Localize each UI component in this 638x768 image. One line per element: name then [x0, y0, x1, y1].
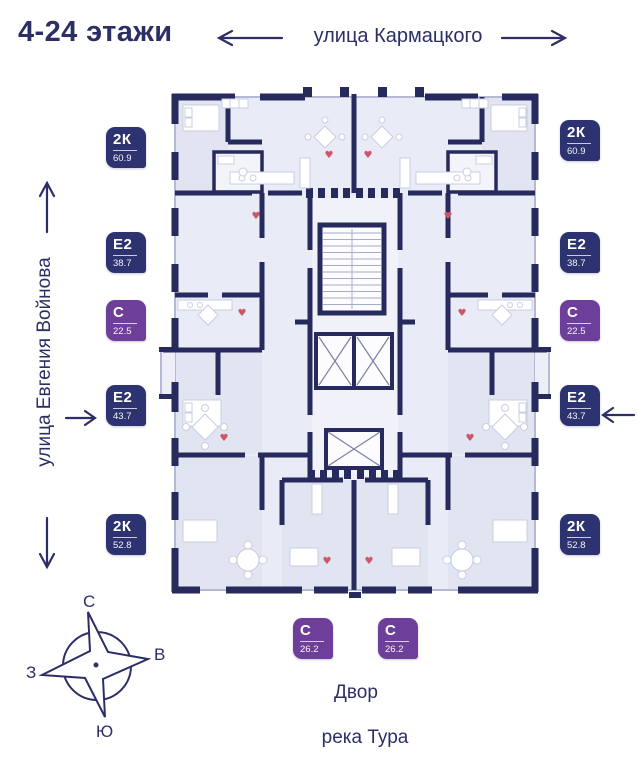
svg-text:♥: ♥	[252, 211, 261, 222]
apartment-area: 43.7	[567, 411, 586, 422]
badge-divider	[385, 641, 409, 642]
badge-divider	[113, 323, 137, 324]
arrow-top-right	[500, 29, 568, 47]
apartment-area: 38.7	[567, 258, 586, 269]
badge-divider	[113, 537, 137, 538]
apartment-badge-right-e2-43[interactable]: Е2 43.7	[560, 385, 600, 426]
river-label: река Тура	[321, 727, 409, 748]
apartment-type: 2К	[113, 131, 132, 148]
compass-east-label: В	[154, 645, 166, 664]
badge-divider	[300, 641, 324, 642]
apartment-area: 22.5	[567, 326, 586, 337]
compass-south-label: Ю	[96, 722, 114, 741]
apartment-area: 22.5	[113, 326, 132, 337]
elevator-shafts	[314, 332, 394, 470]
apartment-badge-bottom-s-26-left[interactable]: С 26.2	[293, 618, 333, 659]
svg-text:♥: ♥	[458, 308, 467, 319]
furniture	[177, 98, 533, 580]
apartment-type: С	[385, 622, 397, 639]
badge-divider	[567, 537, 591, 538]
svg-text:♥: ♥	[444, 211, 453, 222]
svg-text:♥: ♥	[466, 433, 475, 444]
railing-teeth	[306, 188, 400, 479]
apartment-type: 2К	[113, 518, 132, 535]
badge-divider	[567, 143, 591, 144]
street-label-left: улица Евгения Войнова	[34, 257, 55, 467]
outer-walls	[171, 93, 539, 594]
apartment-type: 2К	[567, 124, 586, 141]
apartment-type: Е2	[113, 389, 133, 406]
badge-divider	[567, 408, 591, 409]
apartment-type: Е2	[567, 236, 587, 253]
apartment-badge-left-e2-43[interactable]: Е2 43.7	[106, 385, 146, 426]
svg-text:♥: ♥	[365, 556, 374, 567]
apartment-type: Е2	[567, 389, 587, 406]
stairwell	[317, 222, 387, 316]
apartment-badge-bottom-s-26-right[interactable]: С 26.2	[378, 618, 418, 659]
apartment-badge-right-e2-38[interactable]: Е2 38.7	[560, 232, 600, 273]
street-arrows	[38, 29, 636, 570]
svg-text:♥: ♥	[220, 433, 229, 444]
arrow-into-plan-right	[601, 406, 636, 424]
svg-text:♥: ♥	[238, 308, 247, 319]
heart-icons: ♥ ♥ ♥ ♥ ♥ ♥ ♥ ♥ ♥ ♥	[220, 150, 475, 567]
arrow-into-plan-left	[64, 409, 97, 427]
compass-west-label: З	[26, 663, 37, 682]
apartment-area: 26.2	[300, 644, 319, 655]
apartment-area: 60.9	[113, 153, 132, 164]
top-wall-stubs	[303, 87, 424, 598]
apartment-badge-left-2k-52[interactable]: 2К 52.8	[106, 514, 146, 555]
compass-rose	[38, 611, 152, 718]
apartment-type: 2К	[567, 518, 586, 535]
badge-divider	[113, 255, 137, 256]
badge-divider	[113, 150, 137, 151]
apartment-type: С	[567, 304, 579, 321]
apartment-badge-left-s-22[interactable]: С 22.5	[106, 300, 146, 341]
apartment-area: 43.7	[113, 411, 132, 422]
apartment-area: 26.2	[385, 644, 404, 655]
apartment-type: Е2	[113, 236, 133, 253]
svg-text:♥: ♥	[364, 150, 373, 161]
arrow-top-left	[216, 29, 284, 47]
yard-label: Двор	[334, 682, 378, 703]
badge-divider	[567, 255, 591, 256]
svg-text:♥: ♥	[325, 150, 334, 161]
apartment-badge-right-2k-60[interactable]: 2К 60.9	[560, 120, 600, 161]
apartment-badge-left-2k-60[interactable]: 2К 60.9	[106, 127, 146, 168]
apartment-badge-right-s-22[interactable]: С 22.5	[560, 300, 600, 341]
svg-text:♥: ♥	[323, 556, 332, 567]
apartment-badge-right-2k-52[interactable]: 2К 52.8	[560, 514, 600, 555]
street-label-top: улица Кармацкого	[313, 25, 483, 47]
badge-divider	[113, 408, 137, 409]
arrow-left-down	[38, 516, 56, 570]
apartment-area: 52.8	[567, 540, 586, 551]
apartment-area: 52.8	[113, 540, 132, 551]
apartment-type: С	[300, 622, 312, 639]
apartment-area: 60.9	[567, 146, 586, 157]
apartment-badge-left-e2-38[interactable]: Е2 38.7	[106, 232, 146, 273]
compass-north-label: С	[83, 592, 96, 611]
arrow-left-up	[38, 180, 56, 234]
apartment-type: С	[113, 304, 125, 321]
page-title: 4-24 этажи	[18, 16, 173, 48]
apartment-area: 38.7	[113, 258, 132, 269]
badge-divider	[567, 323, 591, 324]
